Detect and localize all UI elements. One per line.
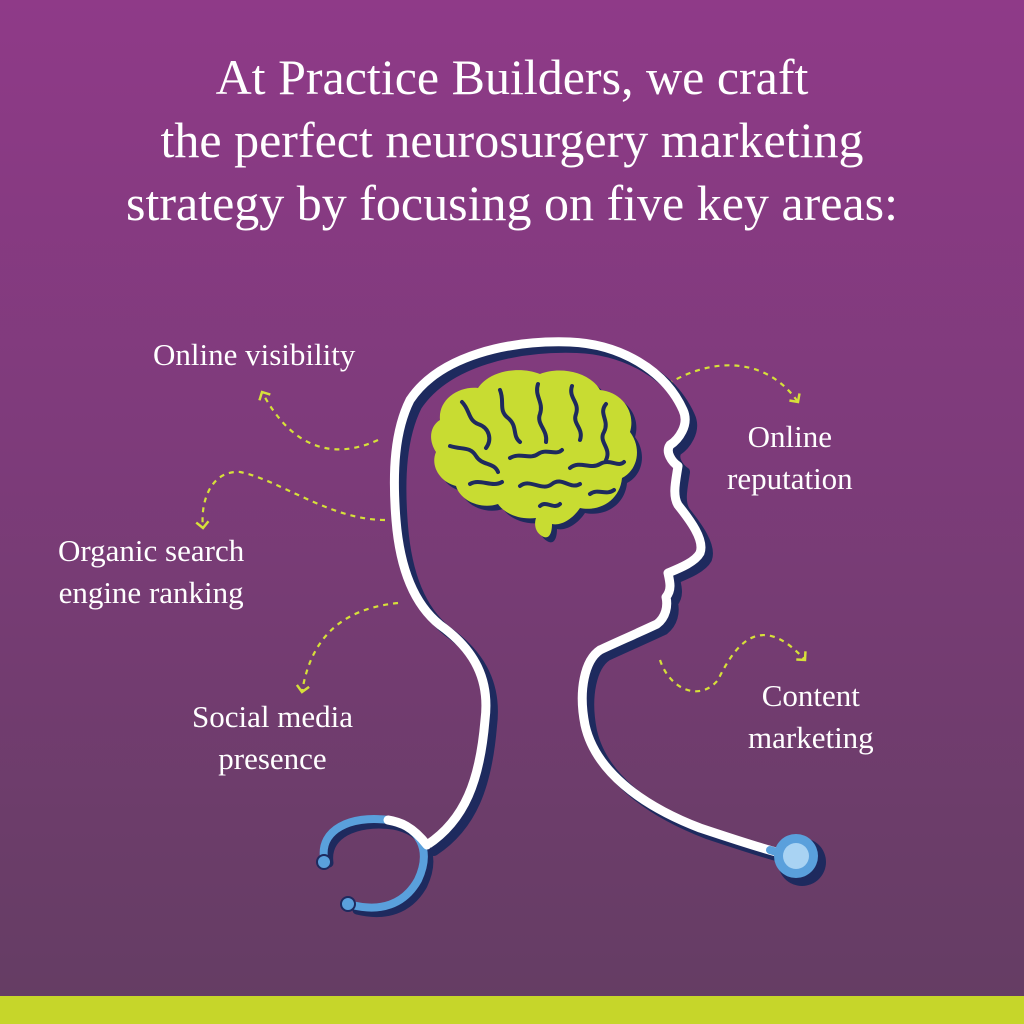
stethoscope-chestpiece — [766, 834, 826, 886]
bottom-accent-bar — [0, 996, 1024, 1024]
label-online-reputation-line-2: reputation — [727, 461, 853, 496]
label-organic-search: Organic search engine ranking — [58, 530, 244, 614]
headline-line-1: At Practice Builders, we craft — [215, 49, 809, 105]
dashed-arrow-icon — [195, 364, 807, 694]
label-online-visibility-line-1: Online visibility — [153, 337, 356, 372]
label-content-marketing: Content marketing — [748, 675, 874, 759]
headline: At Practice Builders, we craft the perfe… — [40, 46, 984, 235]
label-organic-search-line-1: Organic search — [58, 533, 245, 568]
arrow-online-visibility — [258, 390, 379, 451]
label-organic-search-line-2: engine ranking — [58, 575, 244, 610]
label-social-media-line-1: Social media — [192, 699, 353, 734]
arrow-organic-search — [195, 470, 386, 530]
arrow-social-media — [295, 601, 399, 694]
headline-line-2: the perfect neurosurgery marketing — [160, 112, 864, 168]
label-content-marketing-line-1: Content — [761, 678, 860, 713]
arrow-content-marketing — [658, 634, 807, 693]
label-online-visibility: Online visibility — [153, 334, 355, 376]
label-online-reputation: Online reputation — [727, 416, 853, 500]
stethoscope-icon — [316, 815, 434, 917]
label-content-marketing-line-2: marketing — [748, 720, 874, 755]
arrow-online-reputation — [667, 364, 801, 404]
label-social-media-line-2: presence — [218, 741, 327, 776]
head-outline-icon — [389, 337, 785, 858]
headline-line-3: strategy by focusing on five key areas: — [126, 175, 898, 231]
label-online-reputation-line-1: Online — [747, 419, 833, 454]
brain-icon — [431, 370, 642, 543]
label-social-media: Social media presence — [192, 696, 353, 780]
